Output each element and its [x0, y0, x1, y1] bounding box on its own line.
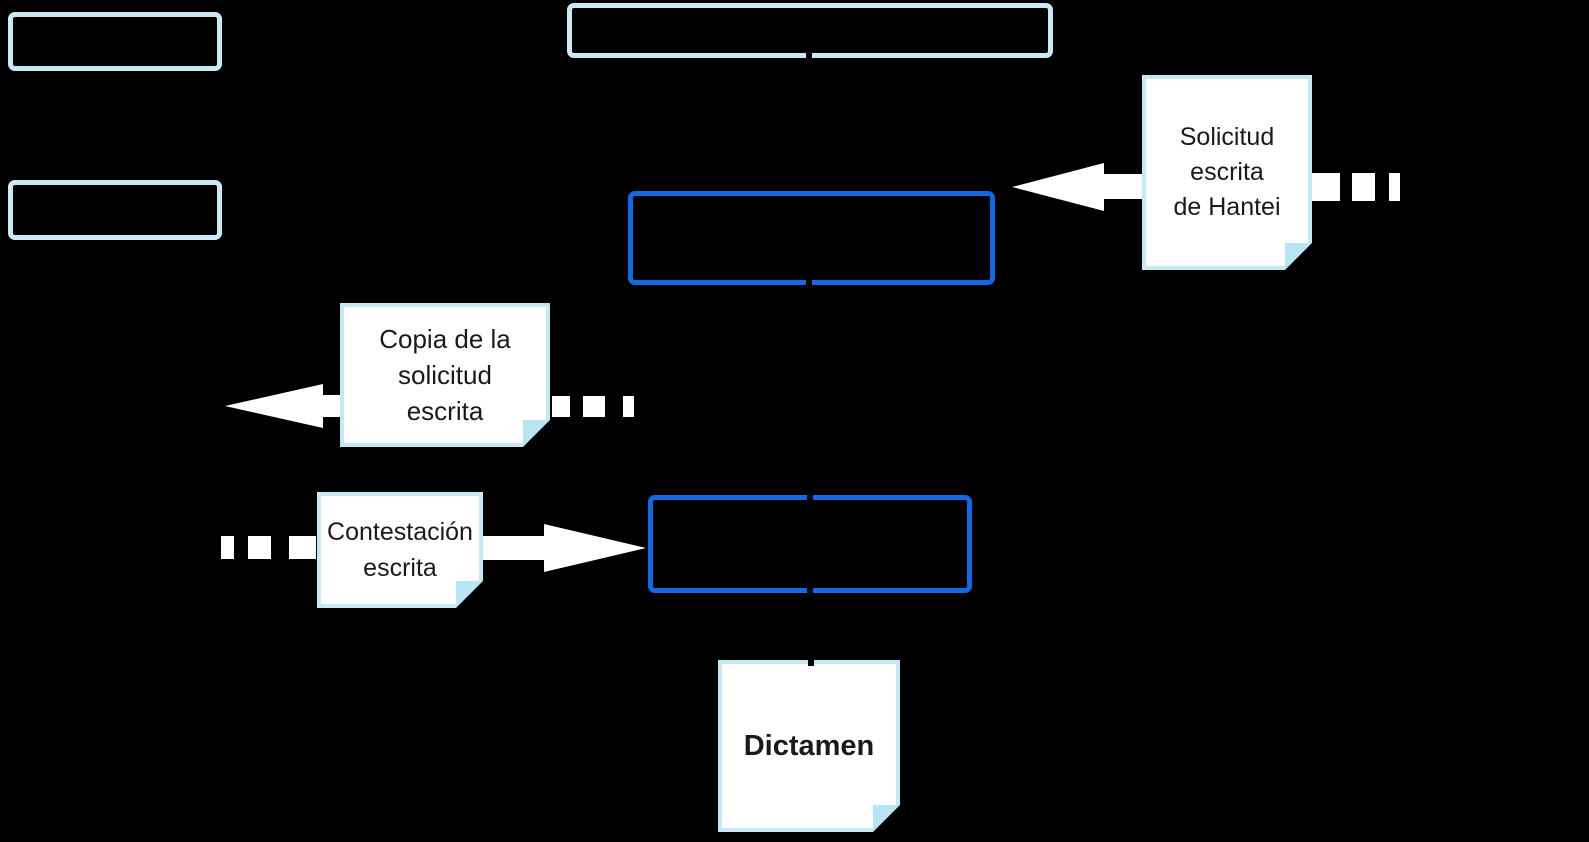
connector-notch-lower-box-bottom — [807, 587, 813, 596]
connector-notch-upper-box-bottom — [806, 277, 812, 286]
connector-notch-top-center-box — [806, 51, 812, 60]
arrow-copia-shaft — [322, 395, 342, 417]
dash-copia-2 — [583, 396, 605, 417]
document-copia: Copia de la solicitud escrita — [340, 303, 550, 447]
arrow-contestacion-head-icon — [544, 524, 646, 572]
arrow-solicitud-shaft — [1103, 174, 1144, 199]
dash-solicitud-2 — [1352, 173, 1375, 201]
dash-solicitud-1 — [1312, 173, 1340, 201]
lane-box-top-center — [567, 3, 1053, 58]
dash-copia-1 — [552, 396, 570, 417]
dash-contestacion-2 — [248, 536, 271, 559]
document-dictamen: Dictamen — [718, 660, 900, 832]
lane-box-top-left — [8, 12, 222, 71]
arrow-solicitud-head-icon — [1012, 163, 1104, 211]
document-solicitud-label: Solicitud escrita de Hantei — [1173, 123, 1281, 221]
document-contestacion: Contestación escrita — [317, 492, 483, 608]
process-box-upper — [628, 191, 995, 285]
dash-solicitud-3 — [1389, 173, 1400, 201]
connector-notch-lower-box-top — [807, 493, 813, 502]
arrow-contestacion-shaft — [483, 536, 545, 560]
process-box-lower — [648, 495, 972, 593]
dash-contestacion-1 — [221, 536, 234, 559]
connector-notch-dictamen-top — [808, 658, 814, 666]
document-copia-label: Copia de la solicitud escrita — [379, 324, 511, 426]
arrow-copia-head-icon — [225, 384, 323, 428]
dash-contestacion-3 — [289, 536, 316, 559]
dash-copia-3 — [623, 396, 634, 417]
document-contestacion-label: Contestación escrita — [327, 518, 473, 582]
lane-box-mid-left — [8, 180, 222, 240]
document-dictamen-label: Dictamen — [743, 729, 875, 762]
document-solicitud: Solicitud escrita de Hantei — [1142, 75, 1312, 270]
